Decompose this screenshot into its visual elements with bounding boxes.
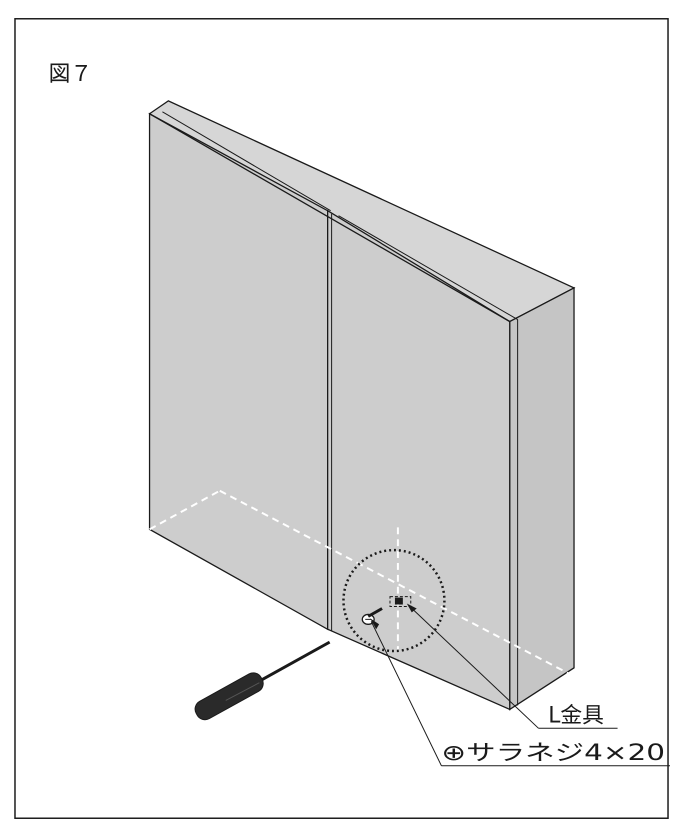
- top-edge-line-2: [338, 215, 518, 320]
- label-screw: ⊕サラネジ4×20: [441, 741, 665, 766]
- label-l-bracket: L金具: [548, 703, 604, 728]
- figure-7-diagram: 図７: [14, 18, 670, 819]
- reference-lines: [149, 489, 572, 676]
- detail-dotted-circle: [342, 548, 446, 653]
- leader-screw: [370, 621, 442, 767]
- leader-lines: [370, 605, 670, 767]
- figure-border: [14, 18, 669, 819]
- right-door: [327, 209, 511, 711]
- cabinet-side-face: [509, 286, 575, 711]
- door-edge-line: [149, 113, 511, 323]
- leader-l-bracket: [408, 605, 539, 729]
- screwdriver-icon: [194, 640, 331, 721]
- dashed-back-left: [149, 489, 221, 531]
- top-edge-line: [162, 111, 331, 212]
- cabinet: [148, 100, 576, 711]
- figure-title: 図７: [49, 62, 92, 87]
- dashed-back-long: [219, 489, 572, 676]
- arrowhead-screw: [370, 618, 380, 630]
- l-bracket-icon: [389, 596, 412, 607]
- arrowhead-bracket: [406, 603, 417, 613]
